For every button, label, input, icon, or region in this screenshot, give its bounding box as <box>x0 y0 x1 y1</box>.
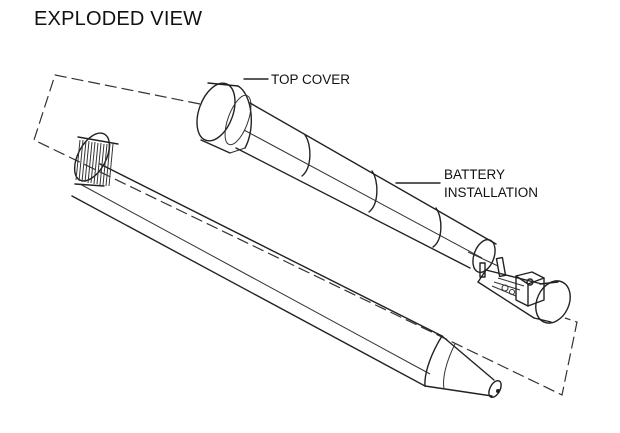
diagram-title: EXPLODED VIEW <box>34 8 203 30</box>
outer-housing-tube <box>71 132 502 398</box>
label-top-cover: TOP COVER <box>243 72 350 87</box>
top-cover-label: TOP COVER <box>271 72 350 87</box>
battery-tube <box>235 102 499 274</box>
battery-label-line1: BATTERY <box>444 167 505 182</box>
thread-section <box>73 132 119 187</box>
assembly-guide-dashed-line <box>33 74 578 396</box>
circuit-board-end <box>477 256 571 324</box>
top-cover-cap <box>196 82 252 154</box>
battery-label-line2: INSTALLATION <box>444 185 538 200</box>
label-battery-installation: BATTERY INSTALLATION <box>395 167 538 200</box>
